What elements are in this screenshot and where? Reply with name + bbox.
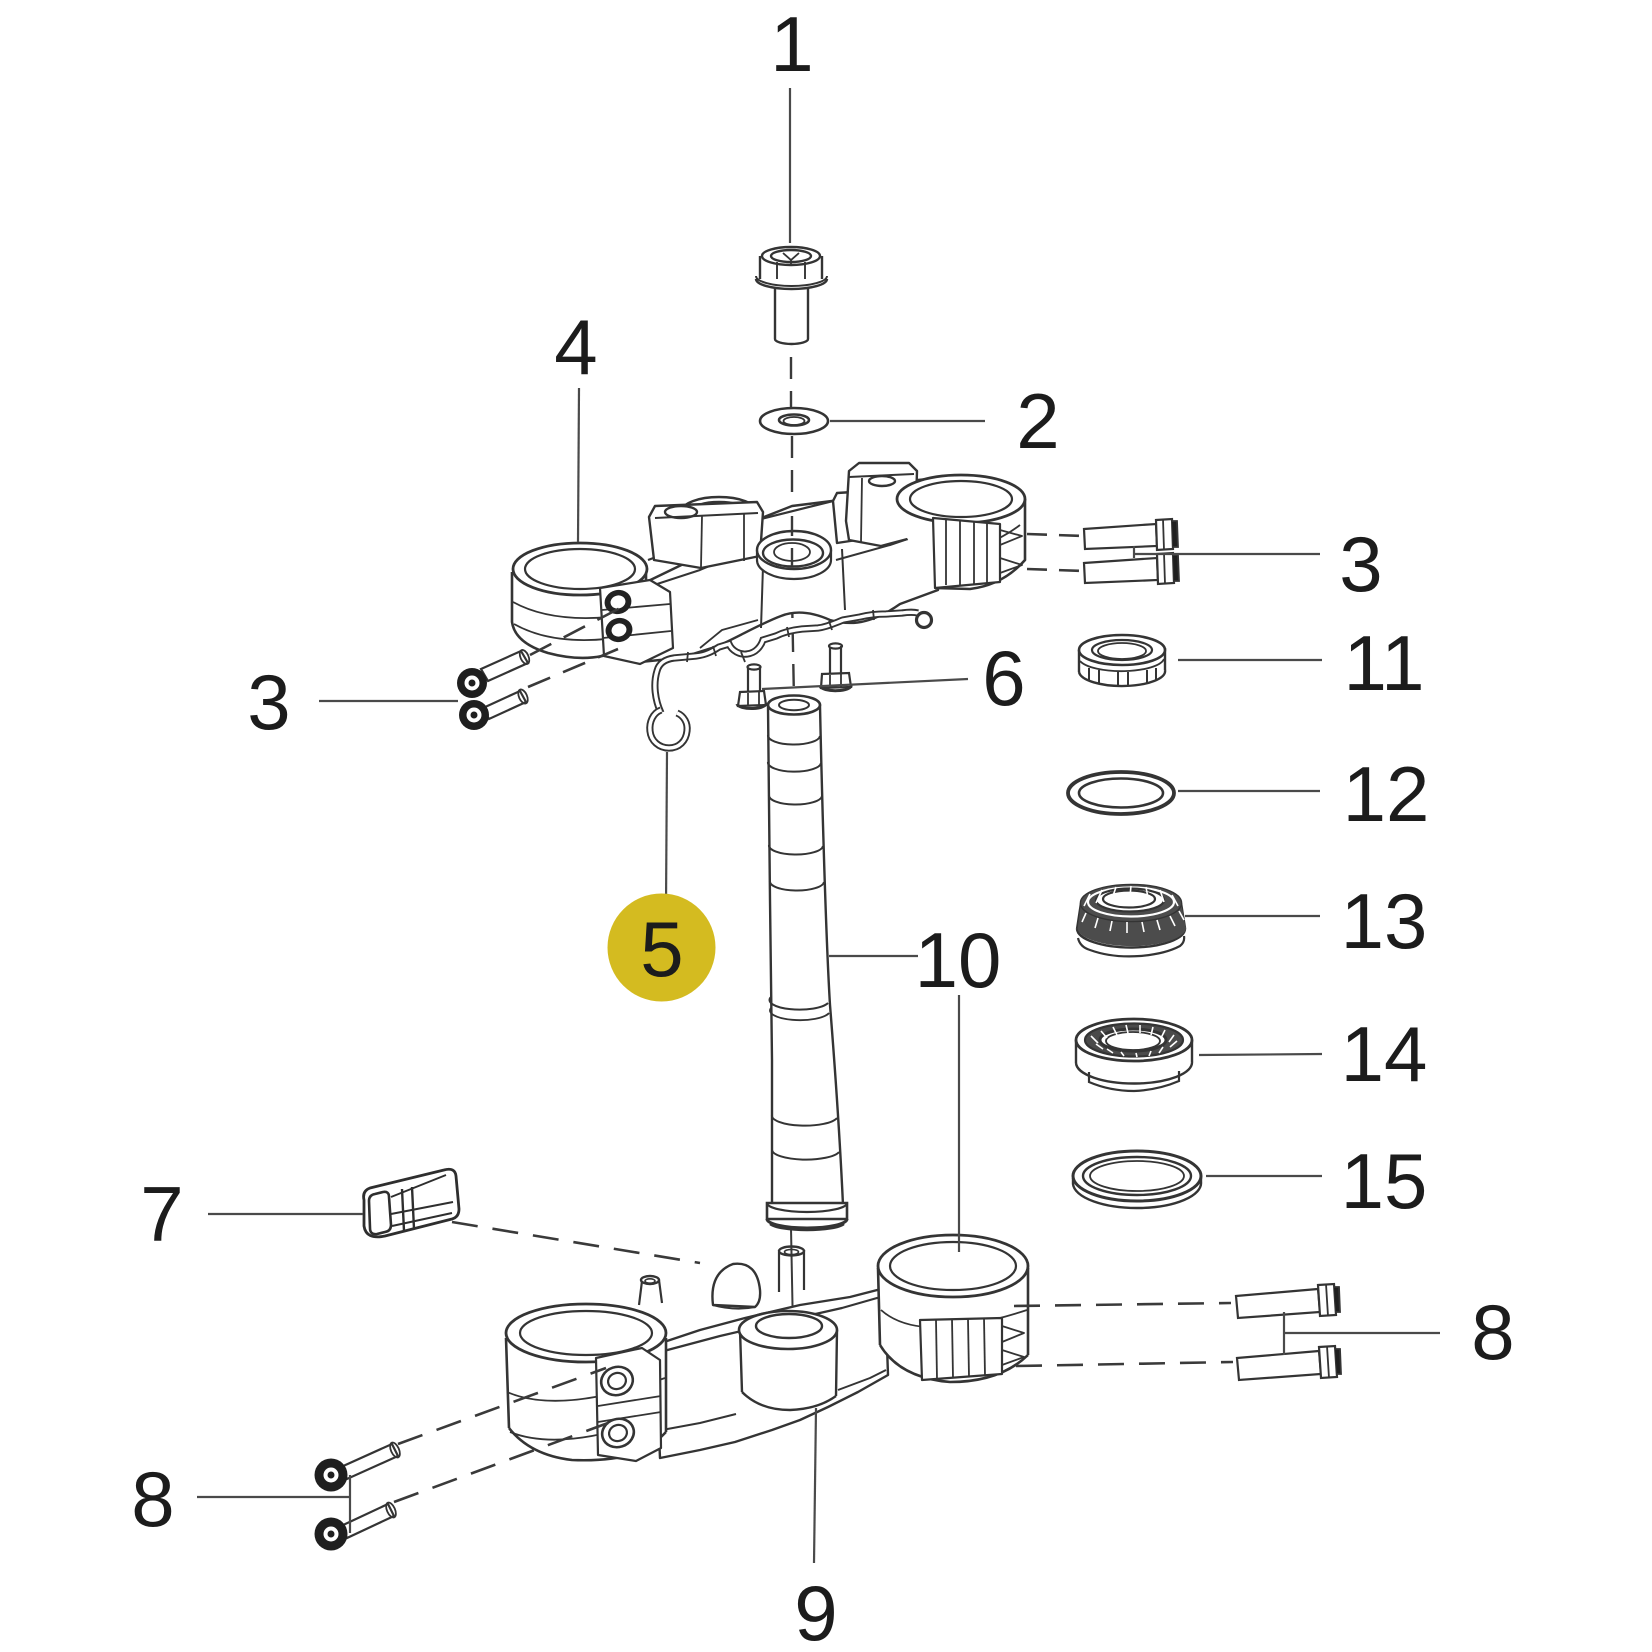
svg-text:3: 3 <box>1339 520 1382 608</box>
svg-text:2: 2 <box>1016 377 1059 465</box>
svg-text:11: 11 <box>1344 619 1425 707</box>
svg-text:10: 10 <box>915 916 1002 1004</box>
svg-text:12: 12 <box>1343 750 1430 838</box>
svg-text:5: 5 <box>640 905 683 993</box>
svg-text:9: 9 <box>794 1569 837 1652</box>
svg-text:6: 6 <box>982 634 1025 722</box>
svg-text:8: 8 <box>1471 1288 1514 1376</box>
svg-text:7: 7 <box>140 1170 183 1258</box>
svg-text:14: 14 <box>1341 1010 1428 1098</box>
svg-text:15: 15 <box>1341 1137 1428 1225</box>
svg-text:13: 13 <box>1341 877 1428 965</box>
svg-text:8: 8 <box>131 1455 174 1543</box>
svg-text:4: 4 <box>554 303 597 391</box>
svg-text:3: 3 <box>247 658 290 746</box>
svg-text:1: 1 <box>770 0 813 88</box>
